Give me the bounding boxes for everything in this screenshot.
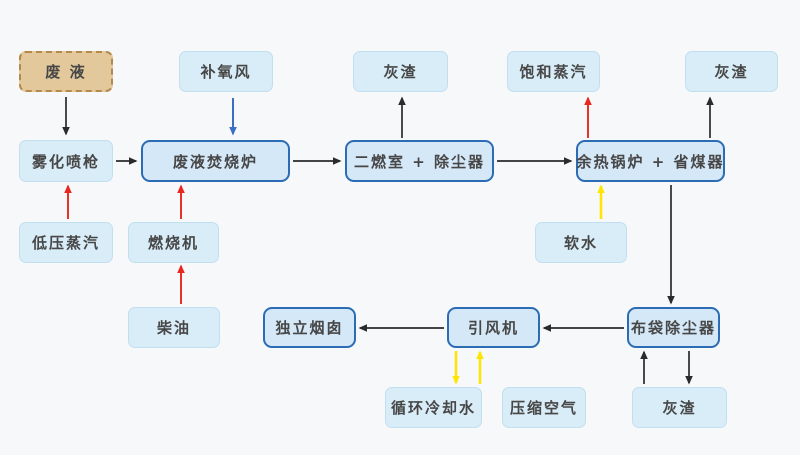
node-secondary-chamber: 二燃室 + 除尘器 — [345, 140, 494, 182]
node-incinerator: 废液焚烧炉 — [141, 140, 290, 182]
node-low-pressure-steam: 低压蒸汽 — [19, 222, 113, 263]
node-waste-liquid: 废 液 — [19, 51, 113, 92]
node-chimney: 独立烟囱 — [263, 307, 356, 348]
node-waste-heat-boiler: 余热锅炉 + 省煤器 — [576, 140, 725, 182]
node-diesel: 柴油 — [128, 307, 220, 348]
node-ash-3: 灰渣 — [632, 387, 727, 428]
node-bag-filter: 布袋除尘器 — [627, 307, 720, 348]
node-atomizing-gun: 雾化喷枪 — [19, 140, 113, 182]
node-cooling-water: 循环冷却水 — [385, 387, 482, 428]
node-ash-1: 灰渣 — [353, 51, 448, 92]
node-draft-fan: 引风机 — [447, 307, 540, 348]
node-ash-2: 灰渣 — [685, 51, 778, 92]
node-soft-water: 软水 — [535, 222, 627, 263]
node-saturated-steam: 饱和蒸汽 — [507, 51, 600, 92]
node-compressed-air: 压缩空气 — [502, 387, 586, 428]
node-oxygen-air: 补氧风 — [179, 51, 273, 92]
node-burner: 燃烧机 — [128, 222, 219, 263]
